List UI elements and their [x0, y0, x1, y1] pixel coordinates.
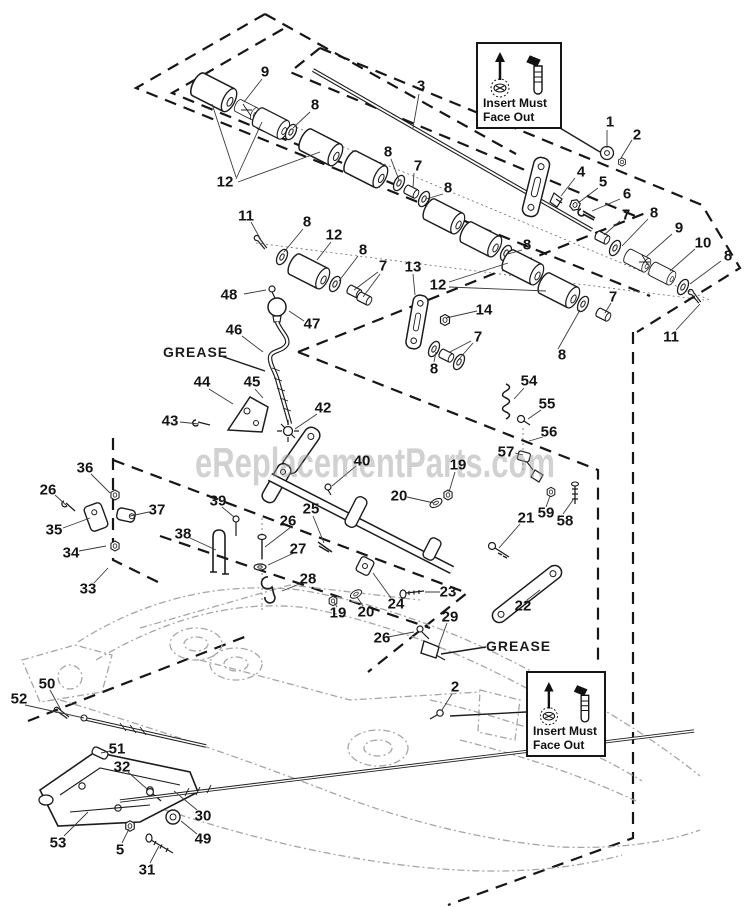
support-bracket-13 [405, 294, 468, 373]
grease-label-bottom: GREASE [486, 638, 552, 654]
insert-note-line1: Insert Must [483, 96, 548, 110]
watermark-text: eReplacementParts.com [195, 439, 555, 486]
deck-insert-bolt [429, 709, 444, 720]
grease-label-top: GREASE [163, 344, 229, 360]
insert-note-text-bottom: Insert Must Face Out [533, 724, 597, 752]
deck-lift-rod [119, 729, 695, 854]
bolt-icon [573, 685, 590, 723]
pivot-bracket-44 [192, 396, 299, 442]
note-and-grease-leaders [220, 127, 601, 717]
insert-note-icons-top [490, 52, 543, 98]
roller-row-1 [186, 70, 515, 264]
arrow-up-icon [495, 52, 505, 80]
insert-note-text-top: Insert Must Face Out [483, 96, 547, 124]
insert-note-line2: Face Out [533, 738, 585, 752]
insert-note-box-bottom: Insert Must Face Out [526, 671, 606, 757]
lift-shaft-assembly [261, 426, 563, 624]
mower-deck-outline [21, 584, 701, 872]
grease-lever [267, 285, 293, 425]
callout-leader-lines [24, 78, 722, 864]
insert-note-line1: Insert Must [533, 724, 598, 738]
insert-washer-icon [490, 78, 510, 98]
left-hanger-hardware [61, 489, 240, 575]
hanger-bracket [521, 156, 551, 218]
insert-note-box-top: Insert Must Face Out [476, 42, 562, 129]
clamp-and-bolts [328, 587, 446, 661]
right-end-hardware [549, 145, 705, 305]
bolt-icon [526, 55, 543, 95]
height-adjust-bracket [38, 705, 207, 827]
insert-note-icons-bottom [539, 682, 590, 726]
arrow-up-icon [544, 682, 554, 709]
spring-and-latch-hardware [427, 383, 580, 510]
roller-shaft-rod [312, 68, 593, 232]
dashed-borders [27, 13, 742, 907]
insert-note-line2: Face Out [483, 110, 535, 124]
insert-washer-icon [539, 707, 558, 726]
hook-bolt-column [253, 533, 276, 604]
